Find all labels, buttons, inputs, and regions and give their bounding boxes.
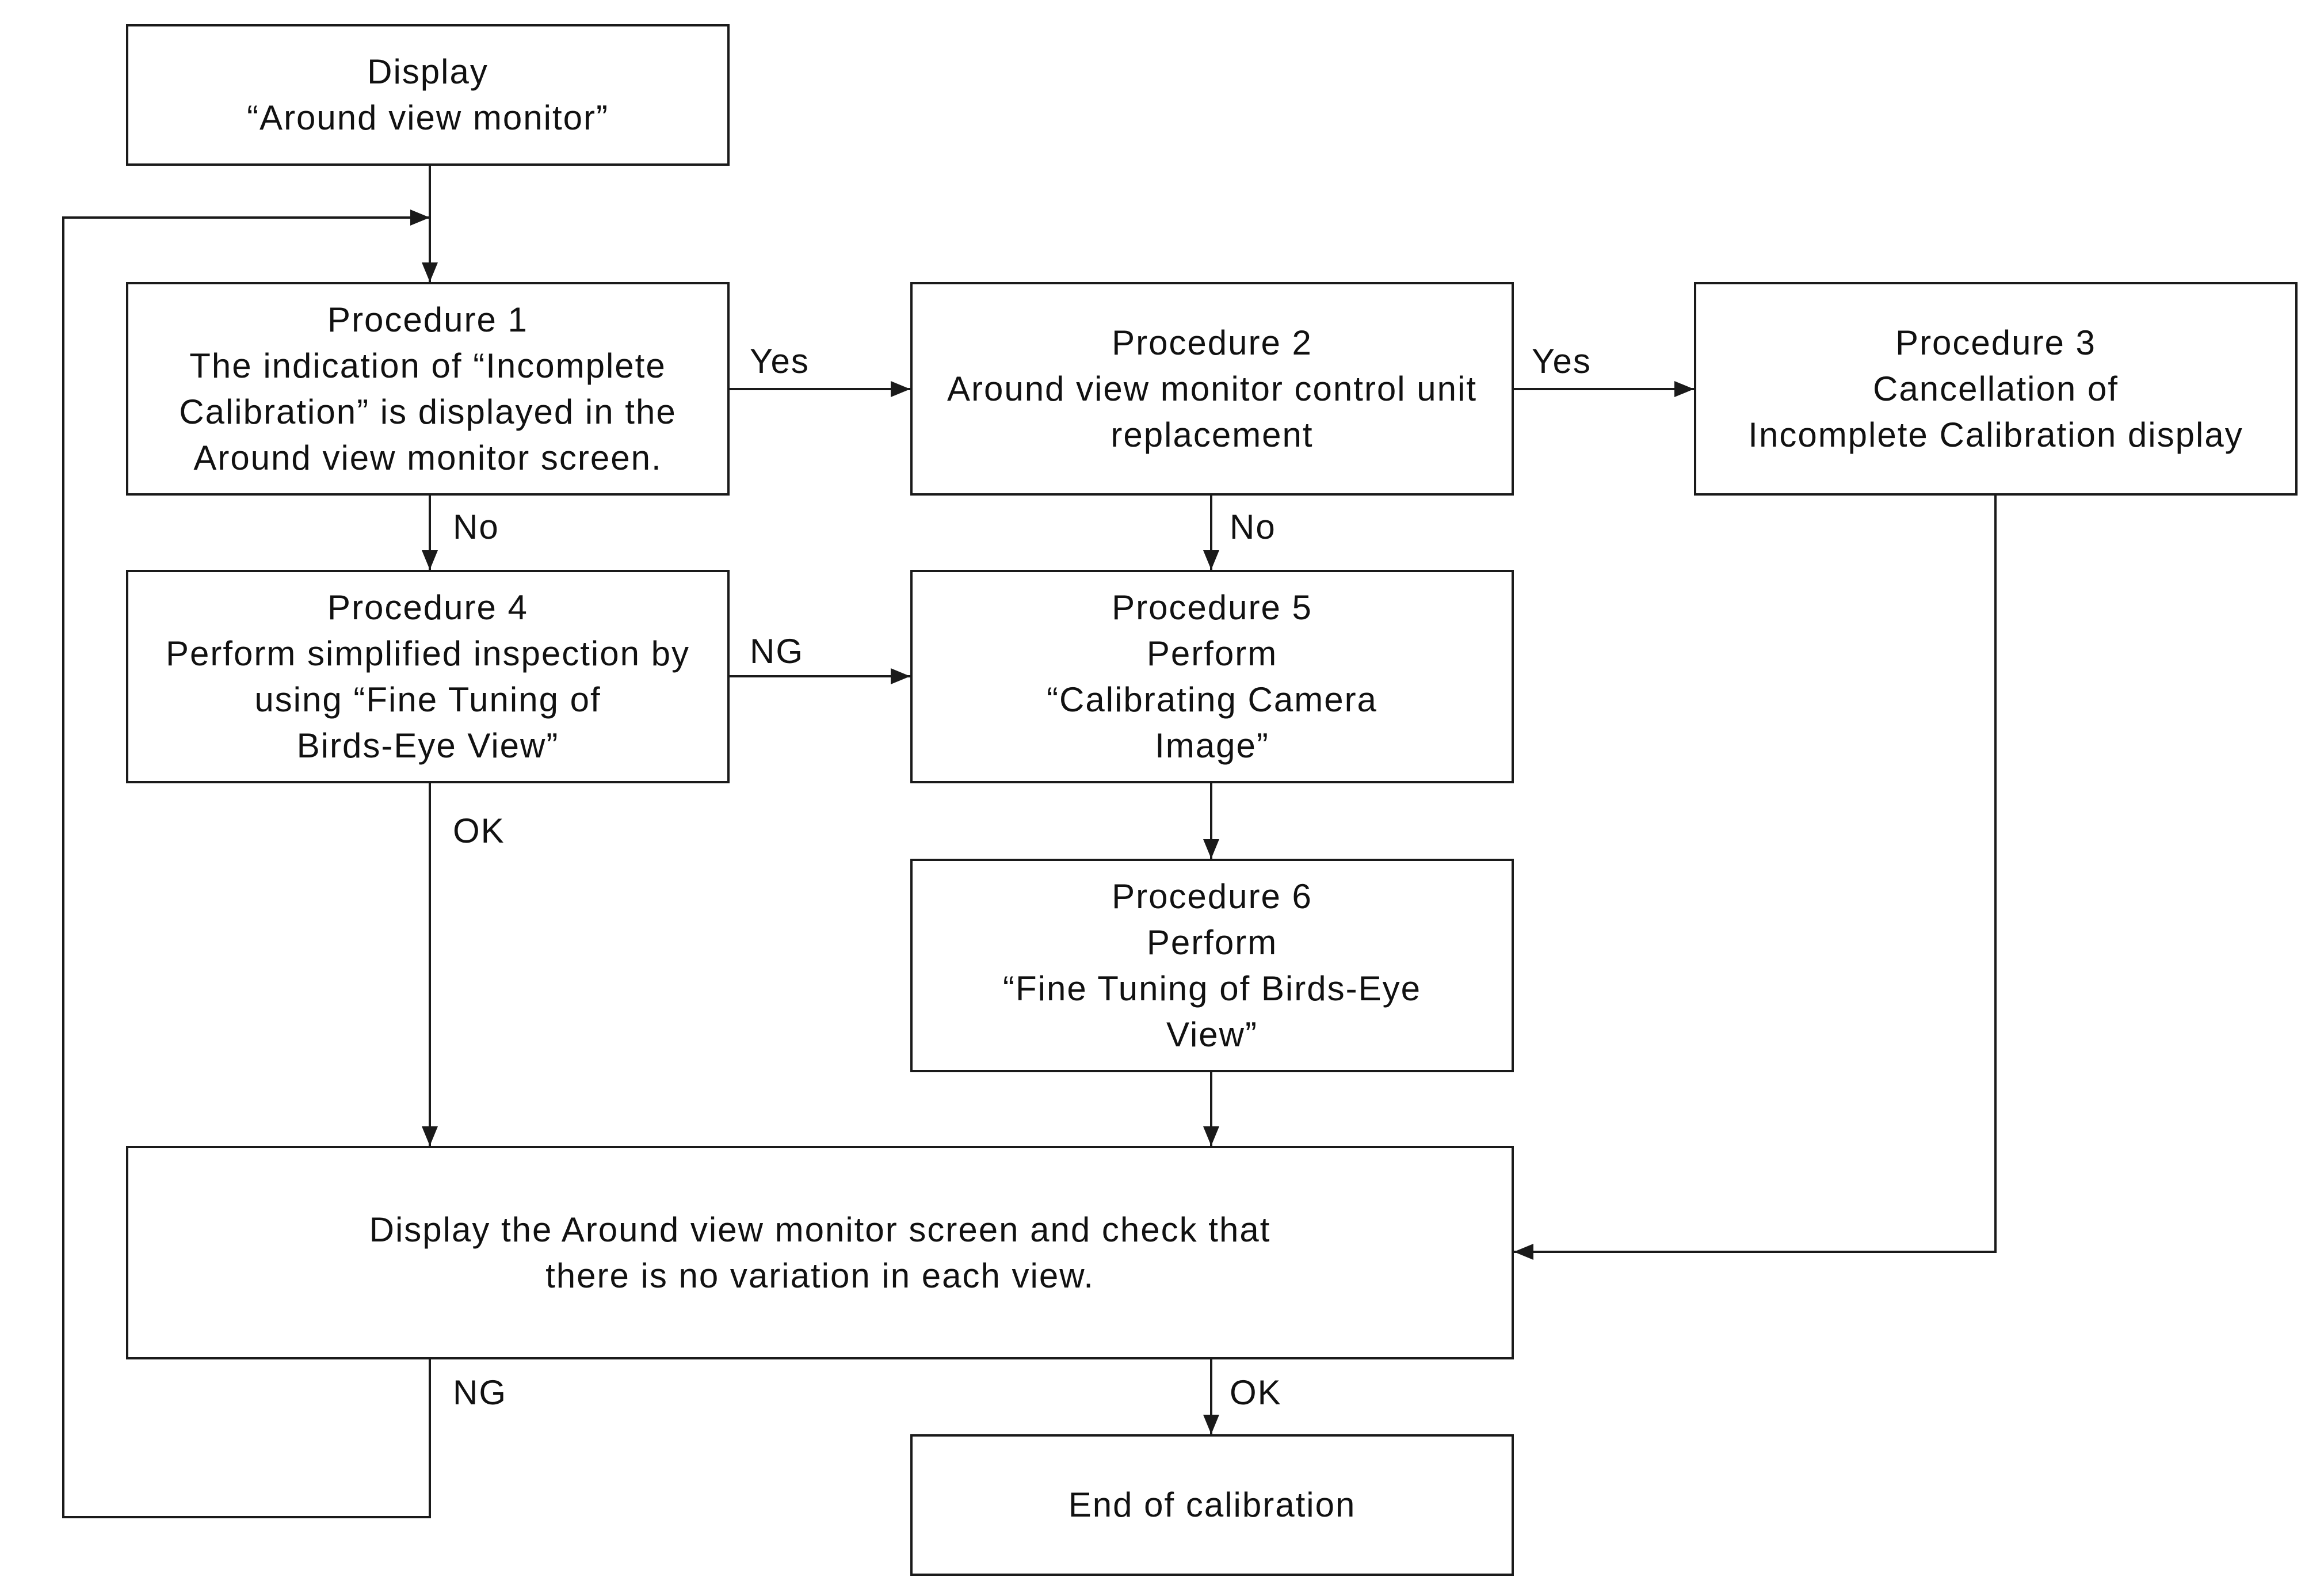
arrowhead-p5-to-p6 (1203, 839, 1219, 859)
node-line: replacement (1111, 415, 1314, 454)
arrowhead-loop-back (410, 209, 430, 226)
arrowhead-p6-to-check (1203, 1126, 1219, 1146)
arrowhead-p4-to-check (422, 1126, 438, 1146)
arrowhead-p3-to-check (1514, 1244, 1533, 1260)
edge-label-p2-no: No (1230, 508, 1276, 546)
arrowhead-p4-to-p5 (891, 668, 910, 684)
node-line: Incomplete Calibration display (1748, 415, 2243, 454)
node-line: View” (1166, 1015, 1258, 1054)
procedure-6-text: Procedure 6 Perform “Fine Tuning of Bird… (1003, 874, 1421, 1058)
node-line: Perform (1146, 634, 1278, 673)
connector-check-loop-back (62, 216, 431, 1518)
procedure-5-text: Procedure 5 Perform “Calibrating Camera … (1047, 585, 1377, 769)
check-view-box: Display the Around view monitor screen a… (126, 1146, 1514, 1359)
node-line: Procedure 4 (327, 588, 528, 627)
arrowhead-check-to-end (1203, 1415, 1219, 1434)
node-line: Display the Around view monitor screen a… (369, 1210, 1271, 1249)
node-line: “Calibrating Camera (1047, 680, 1377, 719)
procedure-6-box: Procedure 6 Perform “Fine Tuning of Bird… (910, 859, 1514, 1072)
node-line: Image” (1155, 726, 1269, 765)
end-of-calibration-text: End of calibration (1068, 1482, 1356, 1528)
node-line: Around view monitor screen. (193, 438, 662, 477)
node-line: Calibration” is displayed in the (179, 392, 677, 431)
edge-label-p1-no: No (453, 508, 499, 546)
procedure-4-text: Procedure 4 Perform simplified inspectio… (166, 585, 690, 769)
connector-p3-to-check (1514, 496, 1997, 1253)
node-line: Perform (1146, 923, 1278, 962)
arrowhead-p2-to-p3 (1674, 381, 1694, 397)
node-line: End of calibration (1068, 1485, 1356, 1524)
procedure-1-text: Procedure 1 The indication of “Incomplet… (179, 297, 676, 481)
node-line: “Fine Tuning of Birds-Eye (1003, 969, 1421, 1008)
procedure-5-box: Procedure 5 Perform “Calibrating Camera … (910, 570, 1514, 783)
edge-label-check-ok: OK (1230, 1373, 1282, 1412)
display-around-view-monitor-box: Display “Around view monitor” (126, 24, 730, 166)
arrowhead-p1-to-p2 (891, 381, 910, 397)
procedure-3-box: Procedure 3 Cancellation of Incomplete C… (1694, 282, 2298, 496)
procedure-2-box: Procedure 2 Around view monitor control … (910, 282, 1514, 496)
check-view-text: Display the Around view monitor screen a… (369, 1207, 1271, 1299)
arrowhead-display-to-p1 (422, 262, 438, 282)
display-around-view-monitor-text: Display “Around view monitor” (247, 49, 609, 141)
edge-label-p4-ok: OK (453, 812, 505, 850)
node-line: Procedure 1 (327, 300, 528, 339)
node-line: Cancellation of (1873, 369, 2119, 408)
procedure-4-box: Procedure 4 Perform simplified inspectio… (126, 570, 730, 783)
node-line: Procedure 6 (1112, 877, 1312, 916)
arrowhead-p2-to-p5 (1203, 550, 1219, 570)
arrowhead-p1-to-p4 (422, 550, 438, 570)
node-line: Birds-Eye View” (296, 726, 559, 765)
node-line: “Around view monitor” (247, 98, 609, 137)
edge-label-p2-yes: Yes (1532, 342, 1592, 380)
procedure-1-box: Procedure 1 The indication of “Incomplet… (126, 282, 730, 496)
node-line: Display (367, 52, 489, 91)
node-line: Around view monitor control unit (947, 369, 1478, 408)
edge-label-p4-ng: NG (750, 632, 804, 671)
node-line: Procedure 5 (1112, 588, 1312, 627)
node-line: there is no variation in each view. (545, 1256, 1094, 1295)
edge-label-check-ng: NG (453, 1373, 507, 1412)
end-of-calibration-box: End of calibration (910, 1434, 1514, 1576)
procedure-3-text: Procedure 3 Cancellation of Incomplete C… (1748, 320, 2243, 458)
edge-label-p1-yes: Yes (750, 342, 810, 380)
node-line: Perform simplified inspection by (165, 634, 690, 673)
node-line: using “Fine Tuning of (254, 680, 601, 719)
node-line: The indication of “Incomplete (189, 346, 666, 385)
procedure-2-text: Procedure 2 Around view monitor control … (947, 320, 1477, 458)
node-line: Procedure 2 (1112, 323, 1312, 362)
node-line: Procedure 3 (1895, 323, 2096, 362)
